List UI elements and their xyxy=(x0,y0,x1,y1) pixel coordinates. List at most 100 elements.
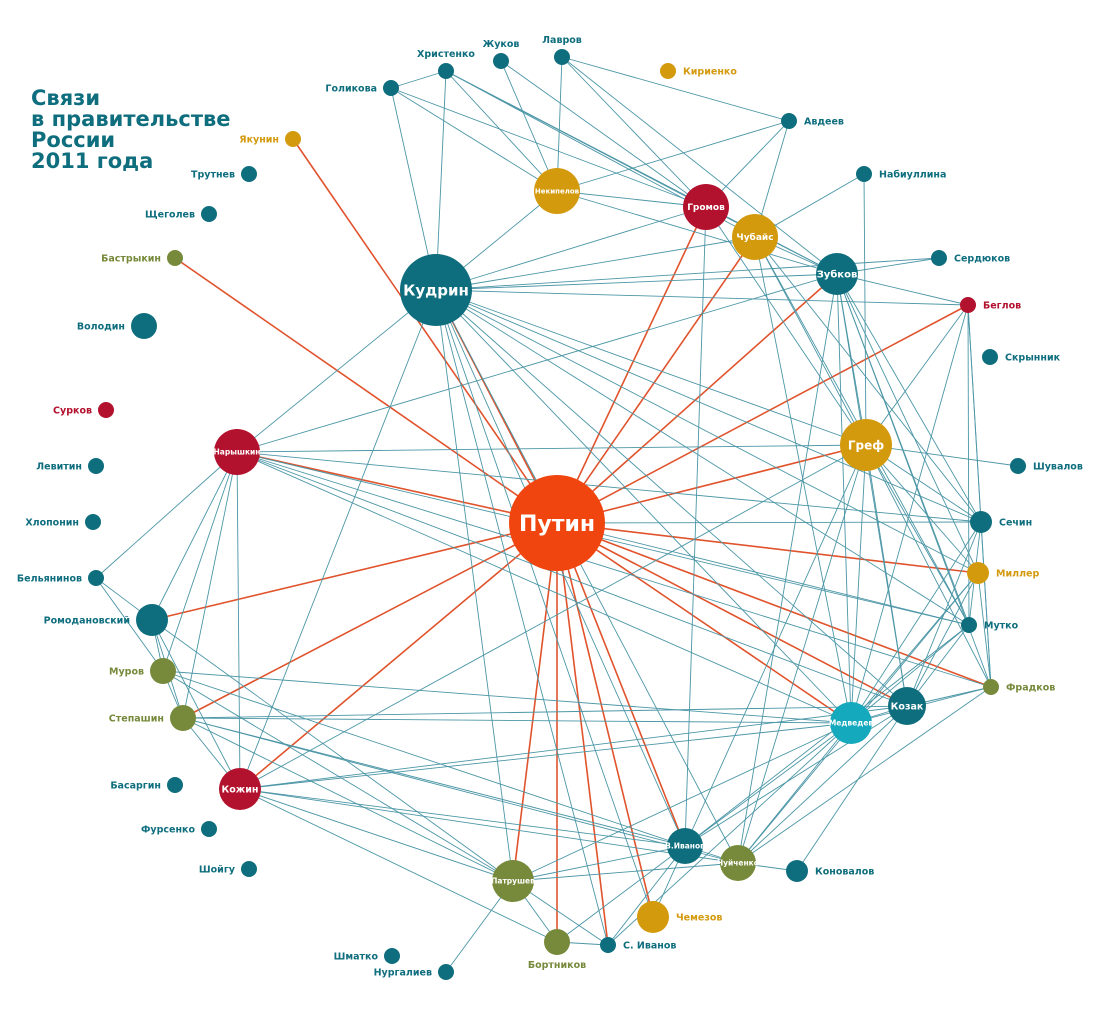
node-surkov[interactable]: Сурков xyxy=(53,402,114,418)
node-circle-skrynnik xyxy=(982,349,998,365)
node-shmatko[interactable]: Шматко xyxy=(334,948,400,964)
edge-putin-mutko xyxy=(556,522,970,626)
title-line-3: России xyxy=(31,128,115,152)
node-label-kozhin: Кожин xyxy=(222,784,259,795)
node-kudrin[interactable]: Кудрин xyxy=(400,254,472,326)
edge-patrushev-romodanovsky xyxy=(151,619,514,882)
node-label-nekipelov: Некипелов xyxy=(535,188,580,196)
node-circle-shchegolev xyxy=(201,206,217,222)
node-label-nabiullina: Набиуллина xyxy=(879,170,946,181)
node-circle-volodin xyxy=(131,313,157,339)
node-khloponin[interactable]: Хлопонин xyxy=(25,514,101,530)
node-serdyukov[interactable]: Сердюков xyxy=(931,250,1010,266)
node-gref[interactable]: Греф xyxy=(840,419,892,471)
node-vivanov[interactable]: В.Иванов xyxy=(665,828,705,864)
edge-putin-miller xyxy=(556,522,979,574)
node-patrushev[interactable]: Патрушев xyxy=(491,860,535,902)
node-avdeev[interactable]: Авдеев xyxy=(781,113,844,129)
edge-putin-sechin xyxy=(556,521,982,524)
edge-zubkov-chuichenko xyxy=(737,273,838,864)
edge-putin-vivanov xyxy=(556,522,686,847)
edge-murov-vivanov xyxy=(162,670,686,847)
node-kirienko[interactable]: Кириенко xyxy=(660,63,737,79)
edge-vivanov-sivanov xyxy=(607,845,686,946)
node-label-trutnev: Трутнев xyxy=(191,170,235,181)
node-yakunin[interactable]: Якунин xyxy=(239,131,301,147)
node-shoigu[interactable]: Шойгу xyxy=(199,861,257,877)
node-sechin[interactable]: Сечин xyxy=(970,511,1032,533)
edge-gref-vivanov xyxy=(684,444,867,847)
node-beglov[interactable]: Беглов xyxy=(960,297,1021,313)
node-kozak[interactable]: Козак xyxy=(888,687,926,725)
edge-putin-romodanovsky xyxy=(151,522,558,621)
node-circle-nabiullina xyxy=(856,166,872,182)
node-levitin[interactable]: Левитин xyxy=(36,458,104,474)
node-label-nurgaliev: Нургалиев xyxy=(374,968,432,979)
node-gromov[interactable]: Громов xyxy=(683,184,729,230)
title-line-4: 2011 года xyxy=(31,149,153,173)
node-kozhin[interactable]: Кожин xyxy=(219,768,261,810)
edge-serdyukov-kudrin xyxy=(435,257,940,291)
node-bastrykin[interactable]: Бастрыкин xyxy=(101,250,183,266)
node-label-miller: Миллер xyxy=(996,569,1039,580)
node-miller[interactable]: Миллер xyxy=(967,562,1039,584)
node-shuvalov[interactable]: Шувалов xyxy=(1010,458,1083,474)
node-romodanovsky[interactable]: Ромодановский xyxy=(44,604,168,636)
edge-gromov-gref xyxy=(705,206,867,446)
node-volodin[interactable]: Володин xyxy=(77,313,157,339)
edge-medvedev-naryshkin xyxy=(236,451,852,724)
edge-chuichenko-patrushev xyxy=(512,862,739,882)
node-zhukov[interactable]: Жуков xyxy=(483,39,520,69)
edge-zubkov-sechin xyxy=(836,273,982,523)
node-lavrov[interactable]: Лавров xyxy=(542,35,582,65)
edge-gref-mutko xyxy=(865,444,970,626)
node-chemezov[interactable]: Чемезов xyxy=(637,901,722,933)
node-putin[interactable]: Путин xyxy=(509,475,605,571)
node-label-shmatko: Шматко xyxy=(334,952,379,963)
edge-beglov-gref xyxy=(865,304,969,446)
edge-sechin-naryshkin xyxy=(236,451,982,523)
node-trutnev[interactable]: Трутнев xyxy=(191,166,257,182)
edge-naryshkin-zubkov xyxy=(236,273,838,453)
node-circle-kozak xyxy=(888,687,926,725)
edge-kozak-vivanov xyxy=(684,705,908,847)
edge-lavrov-avdeev xyxy=(561,56,790,122)
node-medvedev[interactable]: Медведев xyxy=(829,702,874,744)
node-nekipelov[interactable]: Некипелов xyxy=(534,168,580,214)
edge-lavrov-gromov xyxy=(561,56,707,208)
node-circle-shoigu xyxy=(241,861,257,877)
node-murov[interactable]: Муров xyxy=(109,658,176,684)
edge-golikova-nekipelov xyxy=(390,87,558,192)
edge-kudrin-kozhin xyxy=(239,289,437,790)
node-chuichenko[interactable]: Чуйченко xyxy=(717,845,759,881)
node-chubais[interactable]: Чубайс xyxy=(732,214,778,260)
edge-patrushev-kozhin xyxy=(239,788,514,882)
node-label-zubkov: Зубков xyxy=(817,269,858,281)
node-skrynnik[interactable]: Скрынник xyxy=(982,349,1061,365)
node-golikova[interactable]: Голикова xyxy=(325,80,399,96)
node-belyaninov[interactable]: Бельянинов xyxy=(17,570,104,586)
node-label-kozak: Козак xyxy=(891,701,924,712)
node-basargin[interactable]: Басаргин xyxy=(110,777,183,793)
node-fradkov[interactable]: Фрадков xyxy=(983,679,1055,695)
node-nabiullina[interactable]: Набиуллина xyxy=(856,166,946,182)
node-bortnikov[interactable]: Бортников xyxy=(528,929,586,971)
node-stepashin[interactable]: Степашин xyxy=(109,705,196,731)
node-khristenko[interactable]: Христенко xyxy=(417,49,475,79)
node-nurgaliev[interactable]: Нургалиев xyxy=(374,964,454,980)
node-shchegolev[interactable]: Щеголев xyxy=(145,206,217,222)
edge-chubais-gref xyxy=(754,236,867,446)
node-label-serdyukov: Сердюков xyxy=(954,254,1010,265)
edge-zubkov-beglov xyxy=(836,273,969,306)
node-zubkov[interactable]: Зубков xyxy=(816,253,858,295)
edge-gref-fradkov xyxy=(865,444,992,688)
edge-naryshkin-gref xyxy=(236,444,867,453)
node-konovalov[interactable]: Коновалов xyxy=(786,860,874,882)
node-fursenko[interactable]: Фурсенко xyxy=(141,821,217,837)
node-mutko[interactable]: Мутко xyxy=(961,617,1019,633)
node-sivanov[interactable]: С. Иванов xyxy=(600,937,676,953)
node-label-khristenko: Христенко xyxy=(417,49,475,60)
node-naryshkin[interactable]: Нарышкин xyxy=(214,429,261,475)
edge-putin-chemezov xyxy=(556,522,654,918)
